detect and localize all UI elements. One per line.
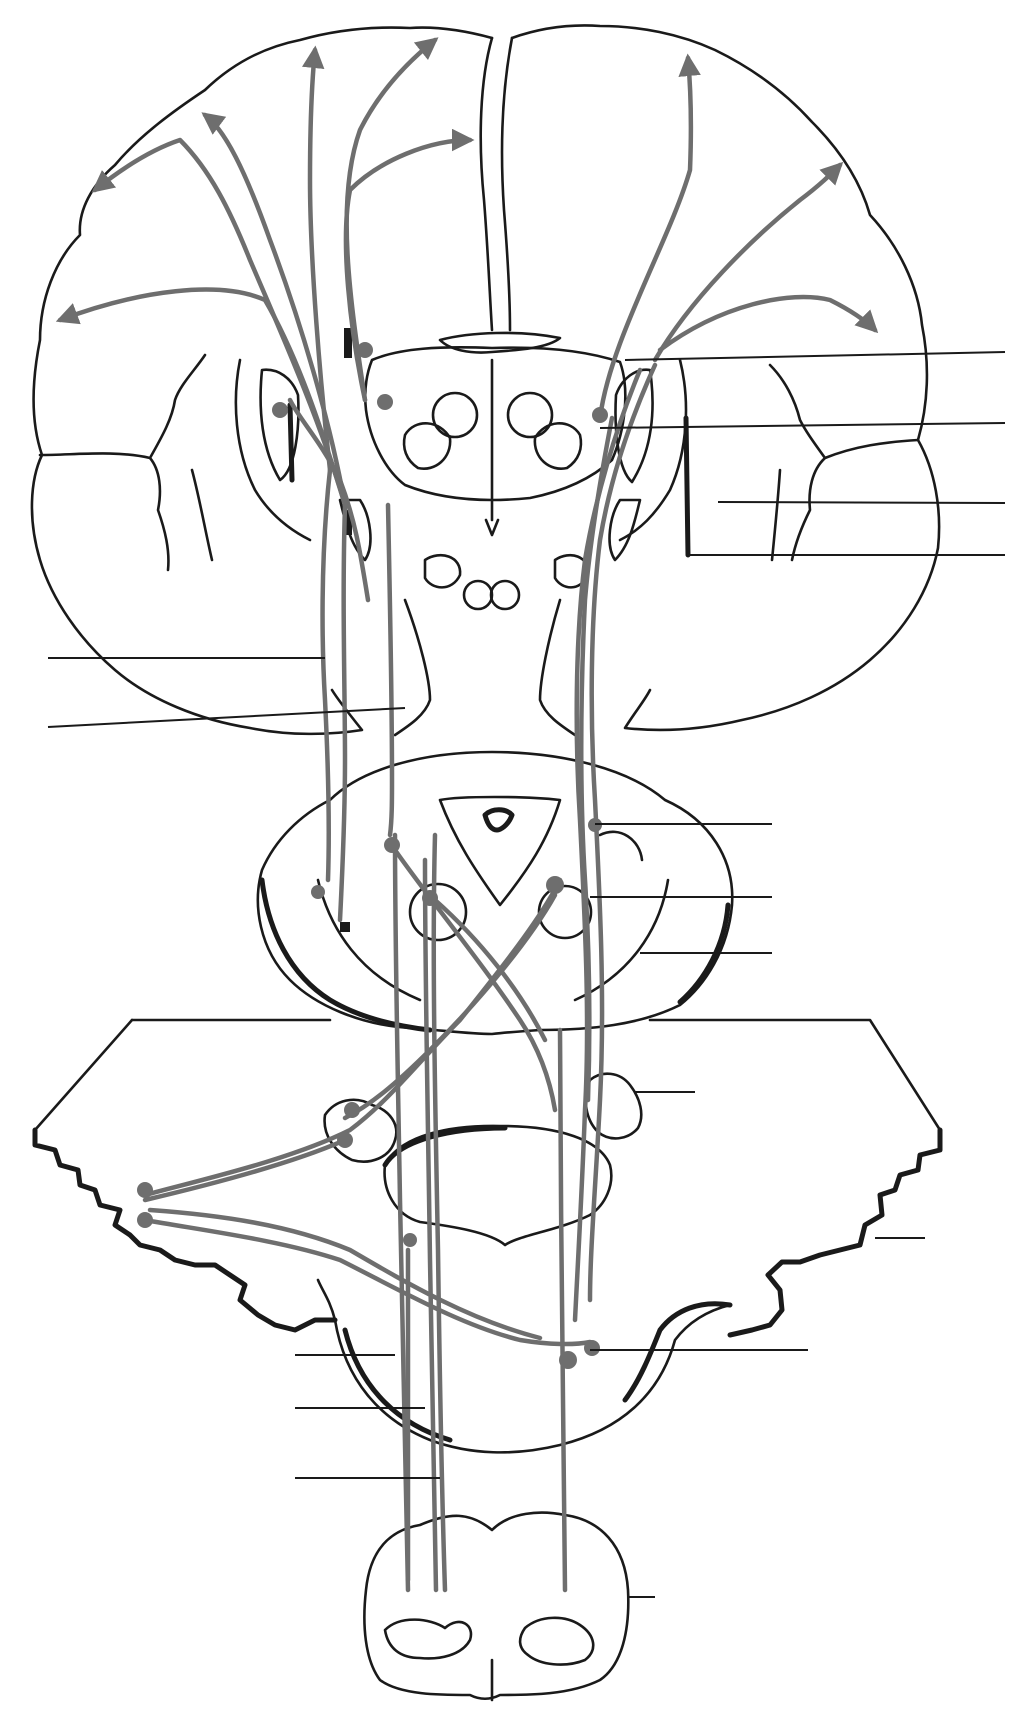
left-optic-structure	[425, 555, 460, 587]
cerebellum	[35, 1020, 940, 1452]
leader-right-1	[625, 352, 1005, 360]
tract-left-long-3	[388, 505, 392, 835]
nucleus-medulla-dark	[403, 1233, 417, 1247]
nucleus-left-lateral	[272, 402, 288, 418]
longitudinal-fissure	[481, 38, 512, 330]
left-sulcus-mid	[150, 355, 205, 458]
medulla-outline	[335, 1305, 730, 1452]
nucleus-medulla-1	[559, 1351, 577, 1369]
nucleus-left-thalamus-2	[377, 394, 393, 410]
tract-spinal-right	[560, 1030, 565, 1590]
left-thalamic-nucleus-lower	[404, 423, 450, 468]
pons-shadow-left	[262, 880, 430, 1030]
nucleus-right-thalamus	[592, 407, 608, 423]
right-sulcus-mid	[770, 365, 825, 458]
tract-left-long-2	[340, 505, 345, 920]
tract-right-to-top	[600, 58, 691, 418]
mammillary-body-right	[491, 581, 519, 609]
left-dark-nucleus	[344, 328, 352, 358]
right-claustrum	[686, 418, 688, 555]
left-pontine-ridge	[318, 880, 420, 1000]
left-dark-nucleus-pons	[340, 922, 350, 932]
nucleus-left-thalamus-1	[357, 342, 373, 358]
nucleus-pons-left	[384, 837, 400, 853]
tracts	[60, 40, 875, 1590]
nucleus-pons-right	[546, 876, 564, 894]
left-sulcus-lower	[192, 470, 212, 560]
medulla-right-border	[625, 1304, 730, 1400]
nucleus-pons-left-outer	[311, 885, 325, 899]
cerebral-aqueduct	[485, 810, 512, 830]
left-thalamic-nucleus-upper	[433, 393, 477, 437]
right-peduncle	[540, 600, 575, 735]
nucleus-dentate-2	[337, 1132, 353, 1148]
spinal-cord-section	[364, 1513, 628, 1700]
left-gray-horn	[385, 1620, 471, 1659]
third-ventricle	[486, 360, 498, 535]
nucleus-medulla-2	[584, 1340, 600, 1356]
right-hemisphere-outline	[512, 26, 939, 730]
tract-cross-1	[145, 880, 560, 1195]
right-gray-horn	[520, 1618, 593, 1665]
tract-spinal-4	[395, 835, 408, 1590]
cerebellar-opening-rim	[385, 1128, 505, 1165]
tract-left-cortex-lateral	[95, 140, 345, 505]
nucleus-cerebellar-left-2	[137, 1212, 153, 1228]
nucleus-cerebellar-left-1	[137, 1182, 153, 1198]
right-sulcus-upper	[792, 440, 918, 560]
cerebellum-right-folia	[730, 1130, 940, 1335]
cerebrum	[32, 26, 939, 734]
right-dentate-nucleus	[586, 1074, 641, 1139]
tract-cross-4	[435, 900, 545, 1040]
mammillary-body-left	[464, 581, 492, 609]
spinal-cord-outline	[364, 1513, 628, 1699]
cerebellar-opening	[385, 1126, 612, 1245]
cerebellum-upper-outline	[132, 1020, 940, 1130]
tract-left-cortex-mid	[60, 290, 345, 505]
diencephalon-outline	[365, 347, 625, 500]
nucleus-pons-mid	[422, 890, 438, 906]
left-claustrum	[290, 405, 292, 480]
left-sulcus-upper	[40, 453, 168, 570]
left-lower-cerebellar-line	[318, 1280, 335, 1320]
left-peduncle	[395, 600, 430, 735]
right-sulcus-lower	[772, 470, 780, 560]
leader-right-3	[718, 502, 1005, 503]
right-lateral-pons-slit	[600, 832, 642, 860]
nucleus-dentate-1	[344, 1102, 360, 1118]
brainstem-stalk	[395, 600, 575, 735]
fourth-ventricle	[440, 797, 560, 905]
tract-cross-3	[395, 850, 555, 1110]
right-thalamic-nucleus-lower	[535, 423, 581, 468]
tract-left-to-medial-cortex	[346, 140, 470, 400]
right-thalamic-nucleus-upper	[508, 393, 552, 437]
leader-lines	[48, 352, 1005, 1597]
cerebellum-left-slope	[35, 1020, 132, 1130]
left-internal-capsule-region	[236, 360, 310, 540]
tract-left-long-1	[323, 470, 330, 880]
